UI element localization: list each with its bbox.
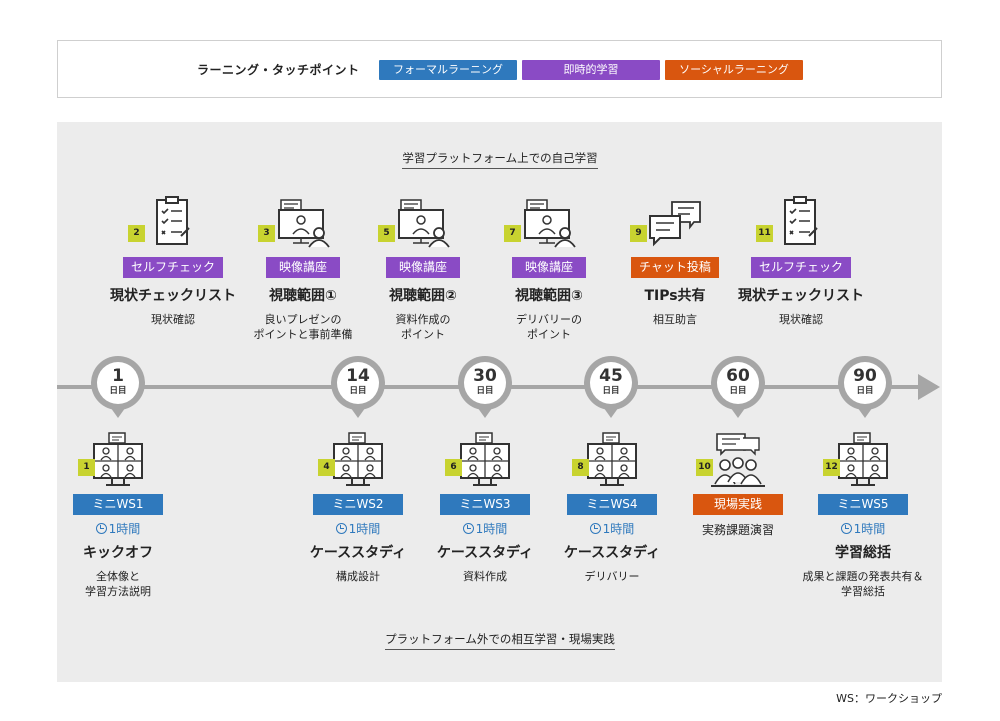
tag-field-practice: 現場実践: [693, 494, 783, 515]
clock-icon: [589, 523, 601, 534]
duration-label: 1時間: [542, 520, 682, 537]
online-meeting-icon: [838, 432, 888, 486]
clock-icon: [95, 523, 107, 534]
bottom-card-1: 1 ミニWS1 1時間 キックオフ 全体像と学習方法説明: [48, 432, 188, 599]
card-subtitle: 相互助言: [653, 313, 697, 326]
bottom-card-6: 6 ミニWS3 1時間 ケーススタディ 資料作成: [415, 432, 555, 584]
card-subtitle: デリバリー: [584, 570, 640, 583]
tag-chat-post: チャット投稿: [631, 257, 719, 278]
legend-box: ラーニング・タッチポイント フォーマルラーニング 即時的学習 ソーシャルラーニン…: [57, 40, 942, 98]
duration-label: 1時間: [288, 520, 428, 537]
step-number: 11: [756, 225, 773, 242]
tag-video-lecture: 映像講座: [266, 257, 340, 278]
card-subtitle: 資料作成: [463, 570, 507, 583]
footnote: WS：ワークショップ: [836, 692, 942, 705]
legend-just-in-time-learning: 即時的学習: [522, 60, 660, 80]
card-subtitle: 現状確認: [151, 313, 195, 326]
online-meeting-icon: [333, 432, 383, 486]
card-title: 現状チェックリスト: [738, 288, 864, 304]
team-discussion-icon: [711, 433, 765, 487]
top-card-11: 11 セルフチェック 現状チェックリスト 現状確認: [731, 196, 871, 327]
legend-formal-learning: フォーマルラーニング: [379, 60, 517, 80]
bottom-card-8: 8 ミニWS4 1時間 ケーススタディ デリバリー: [542, 432, 682, 584]
card-title: ケーススタディ: [563, 545, 661, 561]
card-title: 視聴範囲①: [269, 288, 337, 304]
legend-title: ラーニング・タッチポイント: [197, 63, 360, 77]
legend-social-learning: ソーシャルラーニング: [665, 60, 803, 80]
card-title: ケーススタディ: [436, 545, 534, 561]
online-meeting-icon: [587, 432, 637, 486]
bottom-card-12: 12 ミニWS5 1時間 学習総括 成果と課題の発表共有＆学習総括: [793, 432, 933, 599]
step-number: 2: [128, 225, 145, 242]
duration-label: 1時間: [48, 520, 188, 537]
card-title: 学習総括: [835, 545, 891, 561]
step-number: 5: [378, 225, 395, 242]
card-title: キックオフ: [83, 545, 153, 561]
card-title: TIPs共有: [644, 288, 706, 304]
top-card-7: 7 映像講座 視聴範囲③ デリバリーのポイント: [479, 196, 619, 342]
clock-icon: [335, 523, 347, 534]
tag-self-check: セルフチェック: [750, 257, 851, 278]
bottom-card-10: 10 現場実践 実務課題演習: [668, 432, 808, 538]
card-subtitle: 構成設計: [336, 570, 380, 583]
tag-mini-ws5: ミニWS5: [818, 494, 908, 515]
tag-mini-ws2: ミニWS2: [313, 494, 403, 515]
tag-mini-ws4: ミニWS4: [567, 494, 657, 515]
bottom-card-4: 4 ミニWS2 1時間 ケーススタディ 構成設計: [288, 432, 428, 584]
video-lecture-icon: [278, 199, 330, 248]
tag-mini-ws3: ミニWS3: [440, 494, 530, 515]
step-number: 1: [78, 459, 95, 476]
step-number: 6: [445, 459, 462, 476]
online-meeting-icon: [460, 432, 510, 486]
video-lecture-icon: [524, 199, 576, 248]
duration-label: 1時間: [793, 520, 933, 537]
card-subtitle: 現状確認: [779, 313, 823, 326]
chat-bubbles-icon: [649, 201, 701, 247]
card-subtitle: デリバリーのポイント: [516, 313, 582, 341]
tag-video-lecture: 映像講座: [386, 257, 460, 278]
card-subtitle: 成果と課題の発表共有＆学習総括: [802, 570, 924, 598]
top-card-2: 2 セルフチェック 現状チェックリスト 現状確認: [103, 196, 243, 327]
step-number: 10: [696, 459, 713, 476]
top-section-caption: 学習プラットフォーム上での自己学習: [350, 150, 650, 169]
step-number: 9: [630, 225, 647, 242]
card-title: 現状チェックリスト: [110, 288, 236, 304]
tag-video-lecture: 映像講座: [512, 257, 586, 278]
step-number: 4: [318, 459, 335, 476]
card-subtitle: 全体像と学習方法説明: [85, 570, 151, 598]
duration-label: 1時間: [415, 520, 555, 537]
card-subtitle: 資料作成のポイント: [395, 313, 451, 341]
bottom-section-caption: プラットフォーム外での相互学習・現場実践: [350, 631, 650, 650]
video-lecture-icon: [398, 199, 450, 248]
card-title: 視聴範囲③: [515, 288, 583, 304]
clock-icon: [840, 523, 852, 534]
clock-icon: [462, 523, 474, 534]
timeline-arrowhead: [918, 374, 940, 400]
step-number: 3: [258, 225, 275, 242]
top-card-9: 9 チャット投稿 TIPs共有 相互助言: [605, 196, 745, 327]
tag-mini-ws1: ミニWS1: [73, 494, 163, 515]
step-number: 8: [572, 459, 589, 476]
checklist-icon: [784, 196, 818, 245]
step-number: 7: [504, 225, 521, 242]
tag-self-check: セルフチェック: [122, 257, 223, 278]
card-title: 視聴範囲②: [389, 288, 457, 304]
online-meeting-icon: [93, 432, 143, 486]
card-subtitle: 良いプレゼンのポイントと事前準備: [253, 313, 353, 341]
top-card-3: 3 映像講座 視聴範囲① 良いプレゼンのポイントと事前準備: [233, 196, 373, 342]
step-number: 12: [823, 459, 840, 476]
card-subtitle: 実務課題演習: [701, 523, 774, 537]
card-title: ケーススタディ: [309, 545, 407, 561]
checklist-icon: [156, 196, 190, 245]
top-card-5: 5 映像講座 視聴範囲② 資料作成のポイント: [353, 196, 493, 342]
